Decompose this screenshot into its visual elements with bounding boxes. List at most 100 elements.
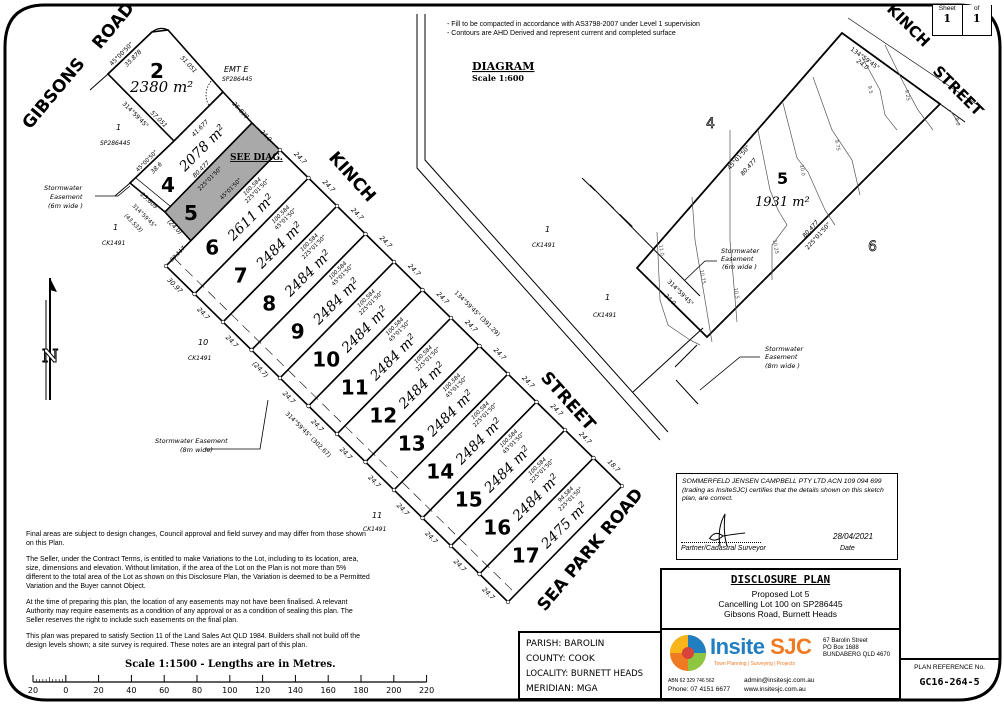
- scale-tick-label: 140: [288, 686, 303, 695]
- plan-subtitle-1: Proposed Lot 5: [751, 589, 810, 599]
- top-note-contours: - Contours are AHD Derived and represent…: [447, 30, 676, 37]
- signature: [708, 513, 746, 547]
- survey-mark: [534, 399, 539, 405]
- diagram-easement-8m-2: Easement: [765, 353, 798, 361]
- emte-plan: SP286445: [222, 76, 253, 83]
- company-email[interactable]: admin@insitesjc.com.au: [744, 677, 815, 684]
- survey-mark: [448, 315, 454, 321]
- sheet-box: Sheet 1 of 1: [932, 5, 992, 36]
- survey-mark: [306, 403, 311, 409]
- diagram-len-nw: 80.477: [739, 157, 758, 177]
- plan-reference-number: GC16-264-5: [919, 677, 980, 688]
- survey-mark: [334, 431, 340, 437]
- address-line-3: BUNDABERG QLD 4670: [823, 652, 891, 658]
- scale-tick-label: 120: [255, 686, 270, 695]
- survey-mark: [249, 347, 254, 353]
- survey-mark: [477, 343, 482, 349]
- contour-label: 10.0: [798, 164, 806, 176]
- location-box: PARISH: BAROLIN COUNTY: COOK LOCALITY: B…: [518, 631, 662, 700]
- scale-tick-label: 180: [353, 686, 368, 695]
- sheet-number-cell: Sheet 1: [933, 5, 963, 35]
- general-notes: Final areas are subject to design change…: [26, 530, 371, 657]
- lot-2-number: 2: [150, 59, 164, 83]
- lot-number: 7: [234, 264, 248, 288]
- lot-number: 10: [312, 348, 340, 372]
- lot-number: 6: [205, 236, 219, 260]
- plan-reference-box: PLAN REFERENCE No. GC16-264-5: [900, 658, 999, 700]
- date-label: Date: [840, 545, 855, 552]
- stormwater-6m-leader: [95, 185, 131, 197]
- sheet-label: Sheet: [938, 5, 956, 12]
- note-land-sales-act: This plan was prepared to satisfy Sectio…: [26, 633, 360, 649]
- scale-tick-label: 160: [321, 686, 336, 695]
- contour-label: 10.5: [732, 287, 740, 299]
- scale-bar-title: Scale 1:1500 - Lengths are in Metres.: [125, 659, 336, 670]
- diagram-easement-6m-3: (6m wide ): [722, 263, 757, 271]
- diagram-scale: Scale 1:600: [472, 73, 524, 83]
- easement-6m-line-1: Stormwater: [44, 184, 84, 192]
- scale-tick-label: 20: [28, 686, 38, 695]
- survey-mark: [363, 231, 368, 237]
- meridian: MERIDIAN: MGA: [526, 684, 598, 694]
- county: COUNTY: COOK: [526, 654, 595, 664]
- address-line-1: 67 Barolin Street: [823, 638, 868, 644]
- certification-date: 28/04/2021: [833, 532, 874, 541]
- ck-lot-1-plan: CK1491: [102, 240, 125, 247]
- scale-tick-label: 200: [386, 686, 401, 695]
- easement-6m-line-2: Easement: [50, 193, 83, 201]
- note-easements: At the time of preparing this plan, the …: [26, 599, 353, 624]
- survey-mark: [420, 515, 425, 521]
- diagram-lot-5-area: 1931 m²: [755, 195, 810, 210]
- diagram-lot-4: 4: [706, 116, 715, 132]
- diagram-road-kinch: KINCH: [883, 0, 933, 50]
- diagram-lot-6: 6: [868, 239, 877, 255]
- ck-lot-11-plan: CK1491: [363, 526, 386, 533]
- survey-mark: [505, 371, 511, 377]
- survey-mark: [277, 375, 283, 381]
- diagram-easement-6m-1: Stormwater: [721, 247, 761, 255]
- diagram-lot-5-number: 5: [777, 169, 788, 188]
- lot-1-sp-plan: SP286445: [100, 140, 131, 147]
- diagram-title: DIAGRAM: [472, 60, 534, 73]
- survey-mark: [220, 319, 226, 325]
- note-variations: The Seller, under the Contract Terms, is…: [26, 556, 370, 590]
- contour-label: 10.25: [771, 239, 779, 254]
- lot-number: 17: [512, 544, 540, 568]
- survey-mark: [562, 427, 568, 433]
- lot-number: 8: [262, 292, 276, 316]
- of-label: of: [974, 5, 980, 12]
- scale-tick-label: 80: [192, 686, 202, 695]
- insite-logo-icon: [670, 635, 706, 671]
- survey-mark: [505, 599, 511, 605]
- contour-label: 9.25: [903, 89, 911, 101]
- lot-4-easement-line: [135, 177, 171, 207]
- company-name-insite: Insite: [710, 634, 765, 659]
- top-notes: - Fill to be compacted in accordance wit…: [447, 20, 700, 38]
- survey-mark: [391, 487, 397, 493]
- company-address: 67 Barolin Street PO Box 1688 BUNDABERG …: [823, 638, 890, 659]
- diagram-easement-8m-leader: [699, 356, 760, 391]
- diagram-easement-8m-3: (8m wide ): [765, 362, 800, 370]
- survey-mark: [391, 259, 397, 265]
- lot-number: 16: [483, 516, 511, 540]
- ck-lot-1-east-number: 1: [545, 225, 550, 234]
- lot-2-area: 2380 m²: [129, 78, 193, 96]
- ck-lot-1-number: 1: [113, 223, 118, 232]
- survey-mark: [619, 483, 625, 489]
- company-website[interactable]: www.insitesjc.com.au: [744, 686, 806, 693]
- emt-e-leader: [205, 79, 213, 111]
- survey-mark: [591, 455, 596, 461]
- road-name-gibsons: GIBSONS: [19, 54, 90, 133]
- survey-mark: [334, 203, 340, 209]
- sheet-border: [3, 3, 1002, 702]
- lot-2-boundary: [106, 29, 225, 143]
- signature-line: [681, 542, 761, 543]
- lot-number: 11: [341, 376, 369, 400]
- diagram-lot-1-plan: CK1491: [593, 312, 616, 319]
- certification-text: SOMMERFELD JENSEN CAMPBELL PTY LTD ACN 1…: [682, 478, 884, 502]
- ck-lot-10-plan: CK1491: [188, 355, 211, 362]
- road-name-kinch: KINCH: [324, 148, 379, 206]
